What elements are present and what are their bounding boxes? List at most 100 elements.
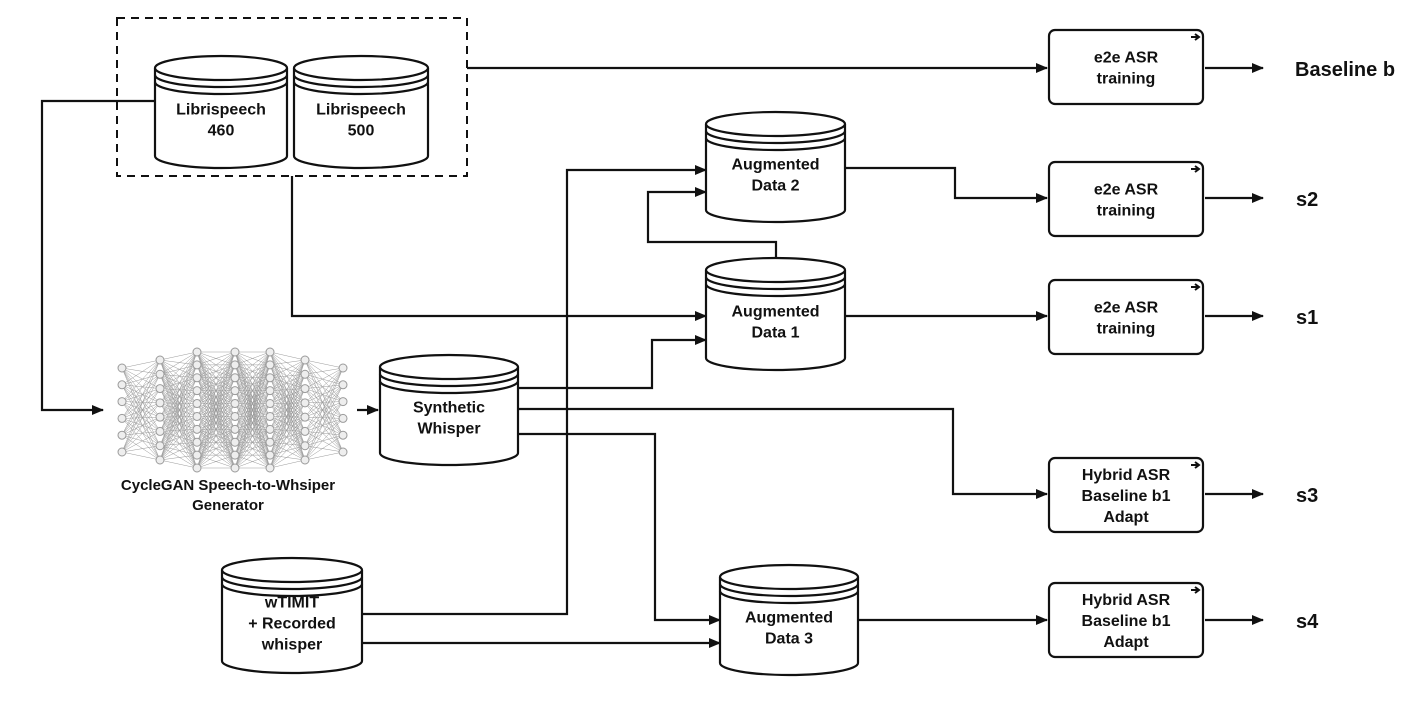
- network-edge: [159, 416, 198, 443]
- network-edge: [269, 445, 306, 456]
- network-edge: [234, 377, 271, 469]
- network-edge: [304, 367, 344, 446]
- network-edge: [159, 388, 198, 391]
- network-edge: [159, 431, 198, 469]
- output-s4: s4: [1296, 611, 1319, 633]
- generator-caption-line2: Generator: [192, 497, 264, 514]
- network-edge: [121, 402, 161, 419]
- network-edge: [269, 429, 306, 432]
- network-edge: [234, 351, 271, 404]
- network-edge: [269, 374, 306, 469]
- network-edge: [159, 359, 198, 417]
- arrow-synthetic-to-aug3: [518, 432, 721, 625]
- network-node: [155, 384, 165, 394]
- network-node: [265, 373, 275, 383]
- network-node: [265, 386, 275, 396]
- network-node: [300, 412, 310, 422]
- network-edge: [304, 434, 344, 461]
- network-edge: [159, 359, 198, 404]
- network-node: [192, 386, 202, 396]
- network-edge: [234, 351, 271, 430]
- network-node: [117, 447, 127, 457]
- network-edge: [269, 441, 306, 461]
- database-label-line: Augmented: [732, 157, 820, 174]
- network-edge: [121, 416, 161, 436]
- network-edge: [269, 416, 306, 432]
- network-edge: [304, 388, 344, 436]
- network-edge: [304, 451, 344, 461]
- network-edge: [304, 388, 344, 402]
- process-label-line: training: [1097, 321, 1156, 338]
- database-label-line: Data 1: [751, 325, 799, 342]
- network-node: [230, 424, 240, 434]
- network-edge: [234, 390, 271, 469]
- cylinder-ring: [378, 380, 520, 395]
- network-edge: [269, 402, 306, 404]
- cylinder-ring: [704, 137, 847, 152]
- process-arrow-icon: [1191, 283, 1201, 291]
- network-edge: [269, 351, 306, 432]
- network-node: [117, 430, 127, 440]
- cylinder-top: [220, 556, 364, 584]
- network-edge: [159, 445, 198, 469]
- network-edge: [196, 390, 236, 469]
- network-node: [230, 463, 240, 473]
- network-edge: [159, 431, 198, 443]
- network-edge: [304, 416, 344, 419]
- network-node: [155, 398, 165, 408]
- network-node: [230, 437, 240, 447]
- process-arrow-icon: [1191, 33, 1201, 41]
- network-edge: [269, 445, 306, 469]
- network-node: [192, 373, 202, 383]
- network-edge: [196, 442, 236, 469]
- network-edge: [269, 374, 306, 379]
- network-edge: [159, 388, 198, 430]
- arrow-libri-to-generator: [40, 99, 155, 415]
- network-node: [300, 384, 310, 394]
- network-edge: [159, 416, 198, 430]
- network-edge: [121, 384, 161, 432]
- network-edge: [196, 416, 236, 469]
- output-s1: s1: [1296, 307, 1318, 329]
- network-edge: [159, 388, 198, 469]
- network-edge: [234, 442, 271, 469]
- network-edge: [159, 441, 198, 446]
- database-label-line: 460: [208, 123, 235, 140]
- cylinder-ring: [718, 583, 860, 598]
- network-node: [155, 426, 165, 436]
- network-edge: [159, 429, 198, 461]
- network-node: [300, 441, 310, 451]
- network-edge: [304, 384, 344, 432]
- network-edge: [234, 454, 271, 469]
- network-edge: [269, 403, 306, 446]
- network-edge: [121, 359, 161, 419]
- cylinder-ring: [718, 590, 860, 605]
- network-edge: [159, 359, 198, 379]
- process-box: [1047, 160, 1205, 238]
- cylinder-top: [292, 54, 430, 82]
- process-box: [1047, 581, 1205, 659]
- network-edge: [269, 403, 306, 461]
- network-edge: [269, 377, 306, 404]
- network-node: [265, 450, 275, 460]
- network-edge: [196, 403, 236, 469]
- network-node: [300, 355, 310, 365]
- process-label-line: e2e ASR: [1094, 182, 1159, 199]
- network-edge: [121, 367, 161, 432]
- network-edge: [159, 374, 198, 391]
- network-edge: [269, 359, 306, 417]
- network-edge: [159, 402, 198, 404]
- network-edge: [269, 359, 306, 469]
- network-edge: [159, 402, 198, 456]
- network-edge: [121, 367, 161, 461]
- cylinder-ring: [378, 373, 520, 388]
- network-edge: [121, 388, 161, 419]
- network-edge: [304, 384, 344, 446]
- network-edge: [234, 416, 271, 469]
- network-edge: [121, 445, 161, 453]
- network-node: [338, 397, 348, 407]
- network-edge: [121, 374, 161, 386]
- network-edge: [269, 402, 306, 443]
- network-edge: [121, 359, 161, 453]
